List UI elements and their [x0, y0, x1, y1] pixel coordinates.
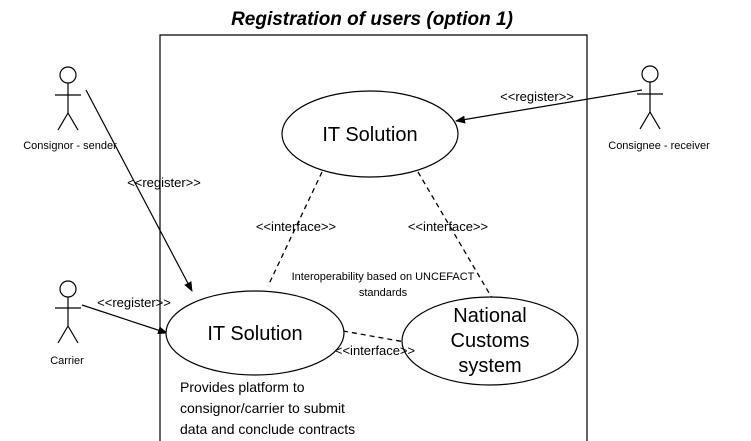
interface-line-right [417, 171, 493, 299]
use-case-it-solution-main [165, 290, 345, 376]
interface-label-left: <<interface>> [256, 219, 336, 234]
interface-line-left [267, 171, 323, 287]
actor-consignee-label: Consignee - receiver [608, 140, 710, 152]
actor-carrier-label: Carrier [50, 355, 84, 367]
interface-line-bottom [342, 330, 406, 343]
interface-label-right: <<interface>> [408, 219, 488, 234]
use-case-it-solution-top [281, 90, 459, 178]
register-arrow-consignor [85, 89, 193, 292]
register-label-carrier: <<register>> [97, 295, 171, 310]
actor-consignor-icon [55, 66, 81, 131]
use-case-it-solution-top-label: IT Solution [322, 124, 417, 146]
interface-label-bottom: <<interface>> [335, 343, 415, 358]
diagram-title: Registration of users (option 1) [231, 9, 513, 30]
use-case-customs-line3: system [458, 355, 521, 377]
use-case-it-solution-main-label: IT Solution [207, 323, 302, 345]
platform-note-line2: consignor/carrier to submit [180, 400, 345, 416]
actor-consignee-icon [637, 65, 663, 130]
register-arrow-consignee [455, 89, 643, 124]
actor-consignor-label: Consignor - sender [23, 140, 117, 152]
interop-note-line2: standards [359, 287, 408, 299]
actor-carrier-icon [55, 280, 81, 344]
use-case-national-customs [401, 296, 579, 386]
use-case-customs-line1: National [453, 305, 526, 327]
register-arrow-carrier [81, 304, 168, 334]
use-case-customs-line2: Customs [451, 330, 530, 352]
interop-note-line1: Interoperability based on UNCEFACT [292, 271, 475, 283]
platform-note-line1: Provides platform to [180, 379, 305, 395]
system-boundary [159, 34, 588, 441]
register-label-consignor: <<register>> [127, 175, 201, 190]
platform-note-line3: data and conclude contracts [180, 421, 355, 437]
register-label-consignee: <<register>> [500, 89, 574, 104]
